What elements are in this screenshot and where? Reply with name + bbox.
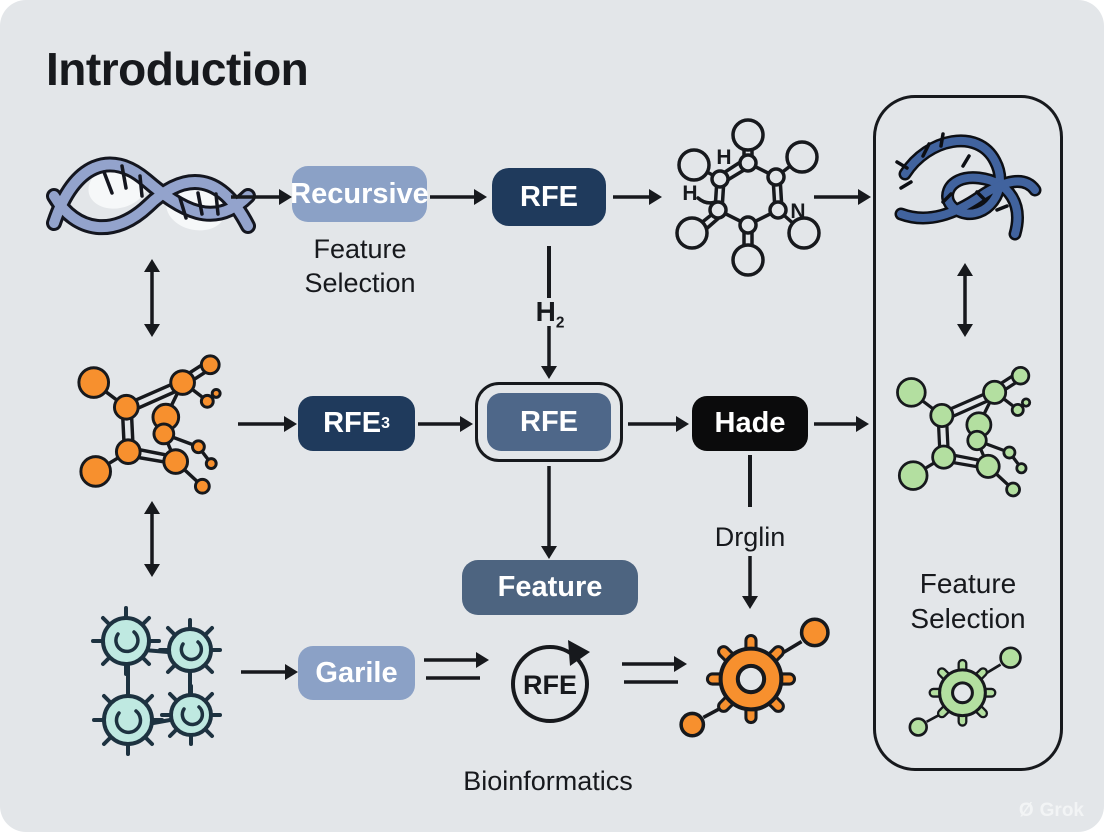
feature-selection-caption-left: Feature Selection (304, 234, 416, 298)
rfe-center-node: RFE (487, 393, 611, 451)
chemical-ring-icon: H H N (675, 118, 821, 277)
equilibrium-arrow-cycle-virus (622, 656, 687, 684)
arrow-hade-panel (814, 416, 869, 432)
virus-cluster-icon (91, 606, 222, 756)
h2-sub: 2 (555, 314, 565, 332)
connector-hade-drglin (748, 455, 752, 507)
dna-tangle-icon (894, 132, 1042, 241)
feature-selection-panel (873, 95, 1063, 771)
arrow-drglin-virus (742, 556, 758, 609)
rfe-center-container: RFE (475, 382, 623, 462)
grok-watermark: Ø Grok (1019, 800, 1084, 822)
page-title: Introduction (46, 43, 309, 95)
atom-n-right: N (790, 200, 805, 223)
rfe-center-node-label: RFE (520, 405, 578, 438)
molecule-orange-icon (77, 354, 222, 495)
h2-base: H (535, 296, 556, 327)
cycle-arrow-icon: RFE (511, 640, 590, 723)
garile-node-label: Garile (315, 656, 398, 689)
grok-logo-icon: Ø (1018, 800, 1034, 821)
recursive-node-label: Recursive (290, 177, 429, 210)
feature-selection-caption-panel: Feature Selection (910, 568, 1026, 634)
arrow-rfe3-center (418, 416, 473, 432)
arrow-molecule-virus (144, 501, 160, 577)
arrow-h2-rfe-center (541, 326, 557, 379)
arrow-dna-molecule (144, 259, 160, 337)
rfe3-node-sub: 3 (381, 414, 390, 432)
hade-node-label: Hade (714, 407, 786, 439)
hade-node: Hade (692, 396, 808, 451)
cycle-label: RFE (523, 670, 577, 700)
arrow-dna-recursive (231, 189, 292, 205)
rfe-top-node-label: RFE (520, 180, 578, 213)
atom-h-top: H (716, 146, 731, 169)
arrow-center-hade (628, 416, 689, 432)
rfe3-node-label: RFE (323, 407, 382, 439)
arrow-rfe-chemring (613, 189, 662, 205)
arrow-tangle-molecule (957, 263, 973, 337)
arrow-recursive-rfe (430, 189, 487, 205)
feature-node: Feature (462, 560, 638, 615)
dna-icon (46, 156, 256, 236)
virus-green-icon (903, 642, 1025, 742)
equilibrium-arrow-garile-cycle (424, 652, 489, 680)
recursive-node: Recursive (290, 166, 429, 222)
bioinformatics-caption: Bioinformatics (463, 766, 633, 796)
virus-cluster-bodies (91, 606, 222, 756)
virus-orange-icon (672, 612, 834, 744)
atom-h-left: H (682, 182, 697, 205)
feature-node-label: Feature (497, 571, 603, 603)
connector-rfe-h2 (547, 246, 551, 298)
arrow-center-feature (541, 466, 557, 559)
grok-watermark-label: Grok (1039, 800, 1084, 821)
arrow-chemring-panel (814, 189, 871, 205)
molecule-green-icon (895, 365, 1032, 498)
garile-node: Garile (298, 646, 415, 700)
arrow-molecule-rfe3 (238, 416, 297, 432)
drglin-label: Drglin (714, 522, 786, 552)
rfe-top-node: RFE (492, 168, 606, 226)
arrow-virus-garile (241, 664, 298, 680)
h2-label: H2 (520, 296, 580, 333)
